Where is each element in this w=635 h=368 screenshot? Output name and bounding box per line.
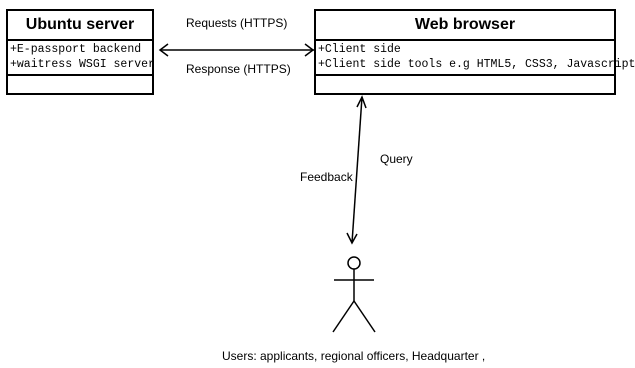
web-browser-title: Web browser xyxy=(316,11,614,41)
request-label: Requests (HTTPS) xyxy=(186,16,288,30)
response-arrowhead xyxy=(158,43,169,57)
query-arrowhead xyxy=(356,95,367,109)
web-browser-class: Web browser +Client side +Client side to… xyxy=(314,9,635,95)
deployment-diagram: Ubuntu server +E-passport backend +waitr… xyxy=(6,9,635,363)
diagram-connectors xyxy=(158,43,376,333)
ubuntu-server-title: Ubuntu server xyxy=(8,11,152,41)
feedback-label: Feedback xyxy=(300,170,353,184)
user-actor-icon xyxy=(332,256,376,333)
feedback-arrowhead xyxy=(346,232,358,245)
ubuntu-server-attribute: +E-passport backend xyxy=(10,43,142,56)
web-browser-attribute: +Client side xyxy=(318,43,401,56)
response-label: Response (HTTPS) xyxy=(186,62,291,76)
actor-label: Users: applicants, regional officers, He… xyxy=(222,349,486,363)
ubuntu-server-attribute: +waitress WSGI server xyxy=(10,58,155,71)
request-arrowhead xyxy=(304,43,315,57)
web-browser-attribute: +Client side tools e.g HTML5, CSS3, Java… xyxy=(318,58,635,71)
ubuntu-server-attributes: +E-passport backend +waitress WSGI serve… xyxy=(8,41,155,76)
ubuntu-server-methods xyxy=(8,76,152,82)
ubuntu-server-class: Ubuntu server +E-passport backend +waitr… xyxy=(6,9,155,95)
web-browser-methods xyxy=(316,76,614,82)
query-feedback-line xyxy=(351,96,363,244)
web-browser-attributes: +Client side +Client side tools e.g HTML… xyxy=(316,41,635,76)
query-label: Query xyxy=(380,152,413,166)
